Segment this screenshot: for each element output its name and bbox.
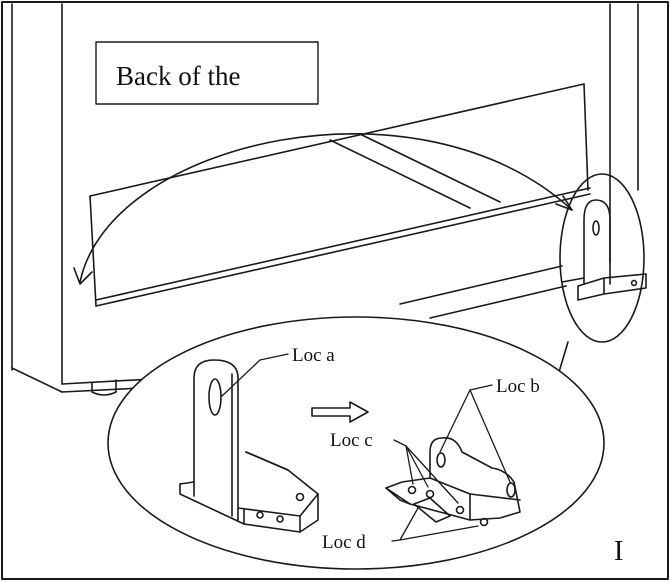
small-bracket-installed bbox=[561, 199, 647, 301]
hole-loc-c-3 bbox=[455, 505, 465, 515]
slot-hole-loc-b-right bbox=[506, 482, 516, 498]
move-arrow bbox=[73, 133, 573, 285]
detail-ellipse-small bbox=[559, 173, 645, 343]
bracket-before bbox=[179, 359, 319, 533]
title-box bbox=[95, 41, 319, 105]
slot-hole-loc-b-left bbox=[436, 452, 446, 468]
label-loc-a: Loc a bbox=[292, 345, 335, 366]
hole-loc-c-1 bbox=[407, 485, 417, 495]
label-loc-b: Loc b bbox=[496, 376, 540, 397]
step-marker: I bbox=[614, 536, 623, 567]
label-loc-d: Loc d bbox=[322, 532, 366, 553]
back-panel bbox=[89, 83, 591, 319]
leader-lines bbox=[221, 353, 511, 542]
label-loc-c: Loc c bbox=[330, 430, 373, 451]
slot-hole-loc-a bbox=[208, 378, 222, 416]
transform-arrow bbox=[311, 401, 369, 423]
title-text: Back of the bbox=[116, 61, 240, 91]
hole-loc-d bbox=[479, 517, 489, 527]
bracket-after bbox=[385, 436, 521, 527]
